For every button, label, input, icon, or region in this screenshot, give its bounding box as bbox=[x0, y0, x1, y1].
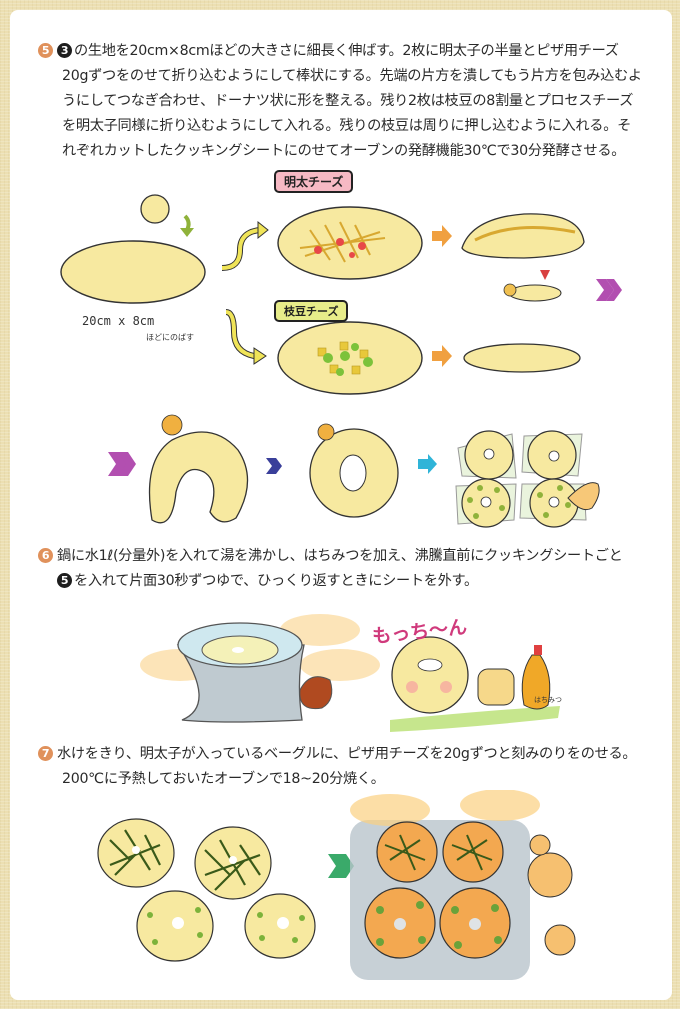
boiling-pot-illustration bbox=[140, 614, 560, 732]
mentai-cheese-tag: 明太チーズ bbox=[274, 170, 354, 193]
dough-shaping-illustration bbox=[60, 194, 622, 528]
step-5-line-5: れぞれカットしたクッキングシートにのせてオーブンの発酵機能30℃で30分発酵させ… bbox=[62, 143, 626, 159]
step-number: 7 bbox=[38, 746, 53, 761]
step-6-illustration: もっち〜ん はちみつ bbox=[140, 595, 600, 735]
step-number: 6 bbox=[38, 548, 53, 563]
step-5-line-1: の生地を20cm×8cmほどの大きさに細長く伸ばす。2枚に明太子の半量とピザ用チ… bbox=[74, 43, 619, 59]
step-reference: 5 bbox=[57, 573, 72, 588]
edamame-cheese-tag: 枝豆チーズ bbox=[274, 300, 349, 322]
step-6: 6 鍋に水1ℓ(分量外)を入れて湯を沸かし、はちみつを加え、沸騰直前にクッキングシ… bbox=[38, 544, 648, 594]
step-number: 5 bbox=[38, 43, 53, 58]
step-reference: 3 bbox=[57, 43, 72, 58]
step-6-line-2: を入れて片面30秒ずつゆで、ひっくり返すときにシートを外す。 bbox=[74, 573, 478, 589]
dimension-note: ほどにのばす bbox=[146, 333, 194, 342]
honey-label: はちみつ bbox=[534, 696, 562, 704]
step-5-line-2: 20gずつをのせて折り込むようにして棒状にする。先端の片方を潰してもう片方を包み… bbox=[62, 68, 642, 84]
step-5-line-3: うにしてつなぎ合わせ、ドーナツ状に形を整える。残り2枚は枝豆の8割量とプロセスチ… bbox=[62, 93, 634, 109]
baking-bagels-illustration bbox=[97, 790, 576, 980]
step-7-line-2: 200℃に予熱しておいたオーブンで18~20分焼く。 bbox=[62, 771, 385, 787]
step-6-line-1: 鍋に水1ℓ(分量外)を入れて湯を沸かし、はちみつを加え、沸騰直前にクッキングシー… bbox=[57, 548, 623, 564]
step-5-line-4: を明太子同様に折り込むようにして入れる。残りの枝豆は周りに押し込むように入れる。… bbox=[62, 118, 631, 134]
step-7-line-1: 水けをきり、明太子が入っているベーグルに、ピザ用チーズを20gずつと刻みのりをの… bbox=[57, 746, 637, 762]
step-7: 7 水けをきり、明太子が入っているベーグルに、ピザ用チーズを20gずつと刻みのりを… bbox=[38, 742, 648, 792]
step-5-illustration: 明太チーズ 枝豆チーズ 20cm x 8cm ほどにのばす bbox=[0, 160, 680, 540]
step-7-illustration bbox=[80, 790, 640, 995]
dimension-label: 20cm x 8cm bbox=[82, 314, 155, 328]
